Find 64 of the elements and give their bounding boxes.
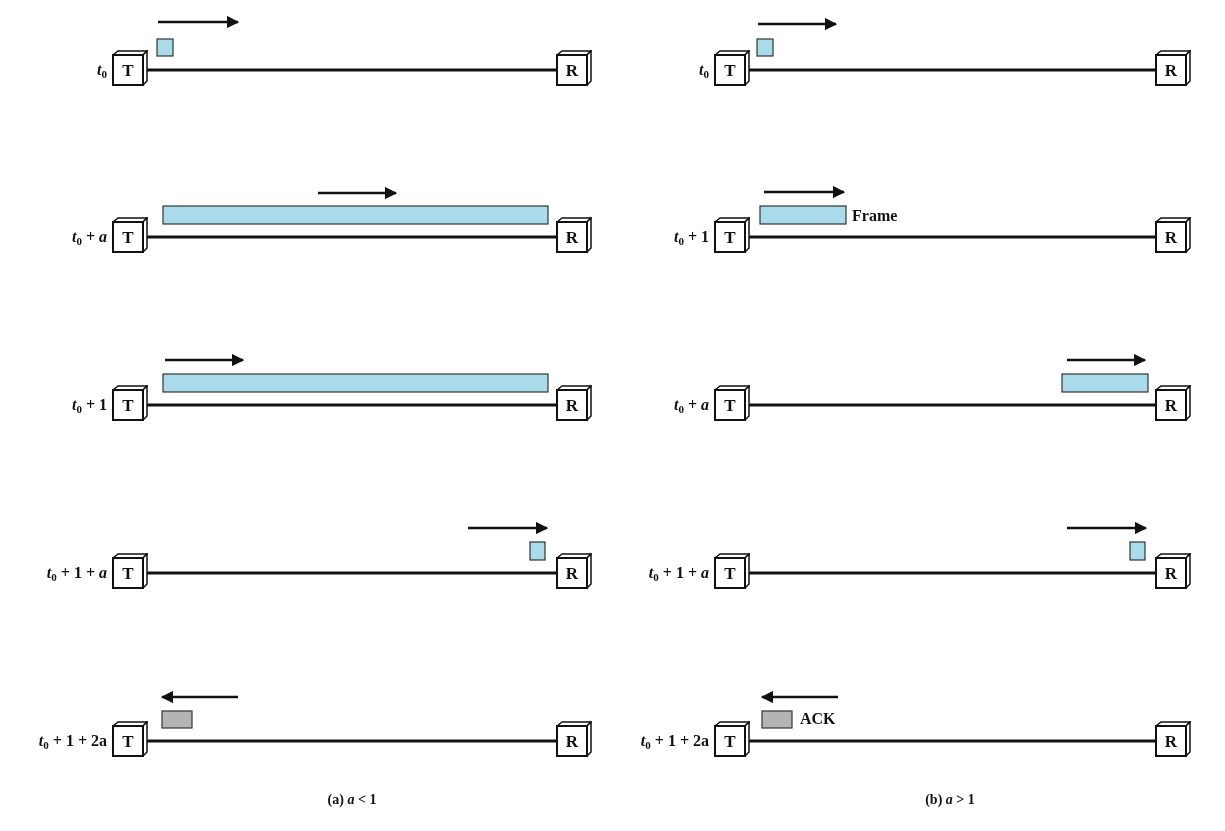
station-letter: T bbox=[723, 59, 737, 82]
station-cube bbox=[714, 553, 750, 589]
station-letter: R bbox=[564, 59, 580, 82]
station-letter: R bbox=[1163, 730, 1179, 753]
station-cube bbox=[556, 721, 592, 757]
transmission-line bbox=[147, 739, 557, 743]
station-cube bbox=[714, 721, 750, 757]
station-cube bbox=[714, 50, 750, 86]
station-letter: R bbox=[1163, 562, 1179, 585]
time-label: t$_{0}$ + 1 + a bbox=[46, 563, 107, 583]
frame-label: ACK bbox=[800, 709, 836, 729]
time-label: t$_{0}$ + 1 bbox=[71, 395, 107, 415]
time-label: t$_{0}$ + 1 + a bbox=[648, 563, 709, 583]
transmission-line bbox=[147, 68, 557, 72]
transmission-line bbox=[749, 571, 1156, 575]
transmission-line bbox=[147, 571, 557, 575]
panel-caption: (b) a > 1 bbox=[925, 791, 975, 809]
station-letter: T bbox=[121, 394, 135, 417]
station-letter: T bbox=[723, 226, 737, 249]
station-cube bbox=[112, 721, 148, 757]
station-letter: R bbox=[564, 562, 580, 585]
station-letter: R bbox=[1163, 59, 1179, 82]
station-letter: T bbox=[121, 562, 135, 585]
station-cube bbox=[1155, 217, 1191, 253]
station-cube bbox=[112, 385, 148, 421]
transmission-line bbox=[749, 235, 1156, 239]
station-cube bbox=[1155, 553, 1191, 589]
transmission-line bbox=[749, 68, 1156, 72]
transmission-line bbox=[749, 403, 1156, 407]
station-letter: R bbox=[564, 394, 580, 417]
time-label: t$_{0}$ bbox=[699, 60, 709, 80]
station-cube bbox=[1155, 50, 1191, 86]
time-label: t$_{0}$ + a bbox=[673, 395, 709, 415]
station-cube bbox=[714, 385, 750, 421]
station-cube bbox=[112, 217, 148, 253]
station-letter: T bbox=[121, 59, 135, 82]
transmission-line bbox=[147, 235, 557, 239]
station-letter: T bbox=[723, 562, 737, 585]
transmission-line bbox=[749, 739, 1156, 743]
panel-caption: (a) a < 1 bbox=[327, 791, 377, 809]
station-cube bbox=[112, 553, 148, 589]
station-cube bbox=[112, 50, 148, 86]
time-label: t$_{0}$ + a bbox=[71, 227, 107, 247]
time-label: t$_{0}$ bbox=[97, 60, 107, 80]
station-cube bbox=[1155, 721, 1191, 757]
time-label: t$_{0}$ + 1 + 2a bbox=[38, 731, 107, 751]
station-letter: R bbox=[564, 730, 580, 753]
station-cube bbox=[714, 217, 750, 253]
station-cube bbox=[556, 217, 592, 253]
time-label: t$_{0}$ + 1 bbox=[673, 227, 709, 247]
station-letter: R bbox=[564, 226, 580, 249]
station-cube bbox=[556, 385, 592, 421]
station-letter: R bbox=[1163, 226, 1179, 249]
frame-label: Frame bbox=[852, 206, 898, 226]
station-letter: T bbox=[121, 226, 135, 249]
time-label: t$_{0}$ + 1 + 2a bbox=[640, 731, 709, 751]
station-letter: T bbox=[723, 730, 737, 753]
station-cube bbox=[556, 50, 592, 86]
station-letter: R bbox=[1163, 394, 1179, 417]
station-cube bbox=[1155, 385, 1191, 421]
transmission-line bbox=[147, 403, 557, 407]
station-letter: T bbox=[121, 730, 135, 753]
station-letter: T bbox=[723, 394, 737, 417]
station-cube bbox=[556, 553, 592, 589]
